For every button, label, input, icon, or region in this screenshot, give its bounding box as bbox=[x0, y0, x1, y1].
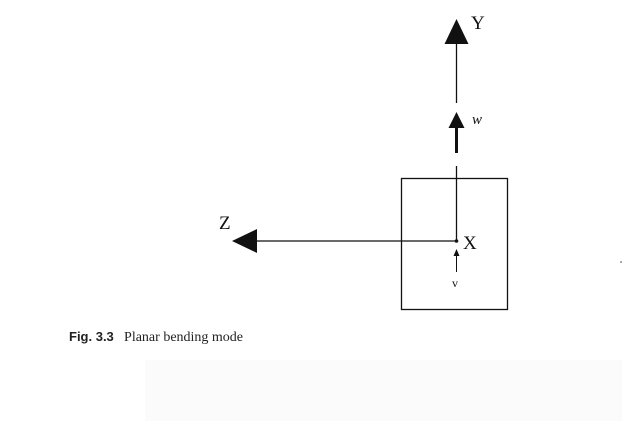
w-displacement-arrowhead bbox=[448, 112, 465, 128]
v-displacement-arrowhead bbox=[453, 249, 460, 256]
w-displacement-shaft bbox=[455, 127, 458, 153]
w-displacement-label: w bbox=[472, 112, 482, 128]
v-displacement-label: v bbox=[452, 276, 458, 290]
figure-caption: Fig. 3.3 Planar bending mode bbox=[69, 329, 243, 346]
z-axis-arrowhead bbox=[232, 229, 257, 253]
lower-background-panel bbox=[145, 360, 622, 421]
y-axis-arrowhead bbox=[444, 19, 469, 44]
caption-label: Fig. 3.3 bbox=[69, 329, 114, 344]
origin-point bbox=[454, 239, 459, 243]
x-axis-label: X bbox=[463, 233, 477, 254]
caption-text: Planar bending mode bbox=[124, 330, 244, 345]
cross-section-rectangle bbox=[400, 177, 509, 311]
z-axis-label: Z bbox=[219, 213, 231, 234]
y-axis-label: Y bbox=[471, 13, 485, 34]
stray-dot bbox=[620, 261, 622, 263]
